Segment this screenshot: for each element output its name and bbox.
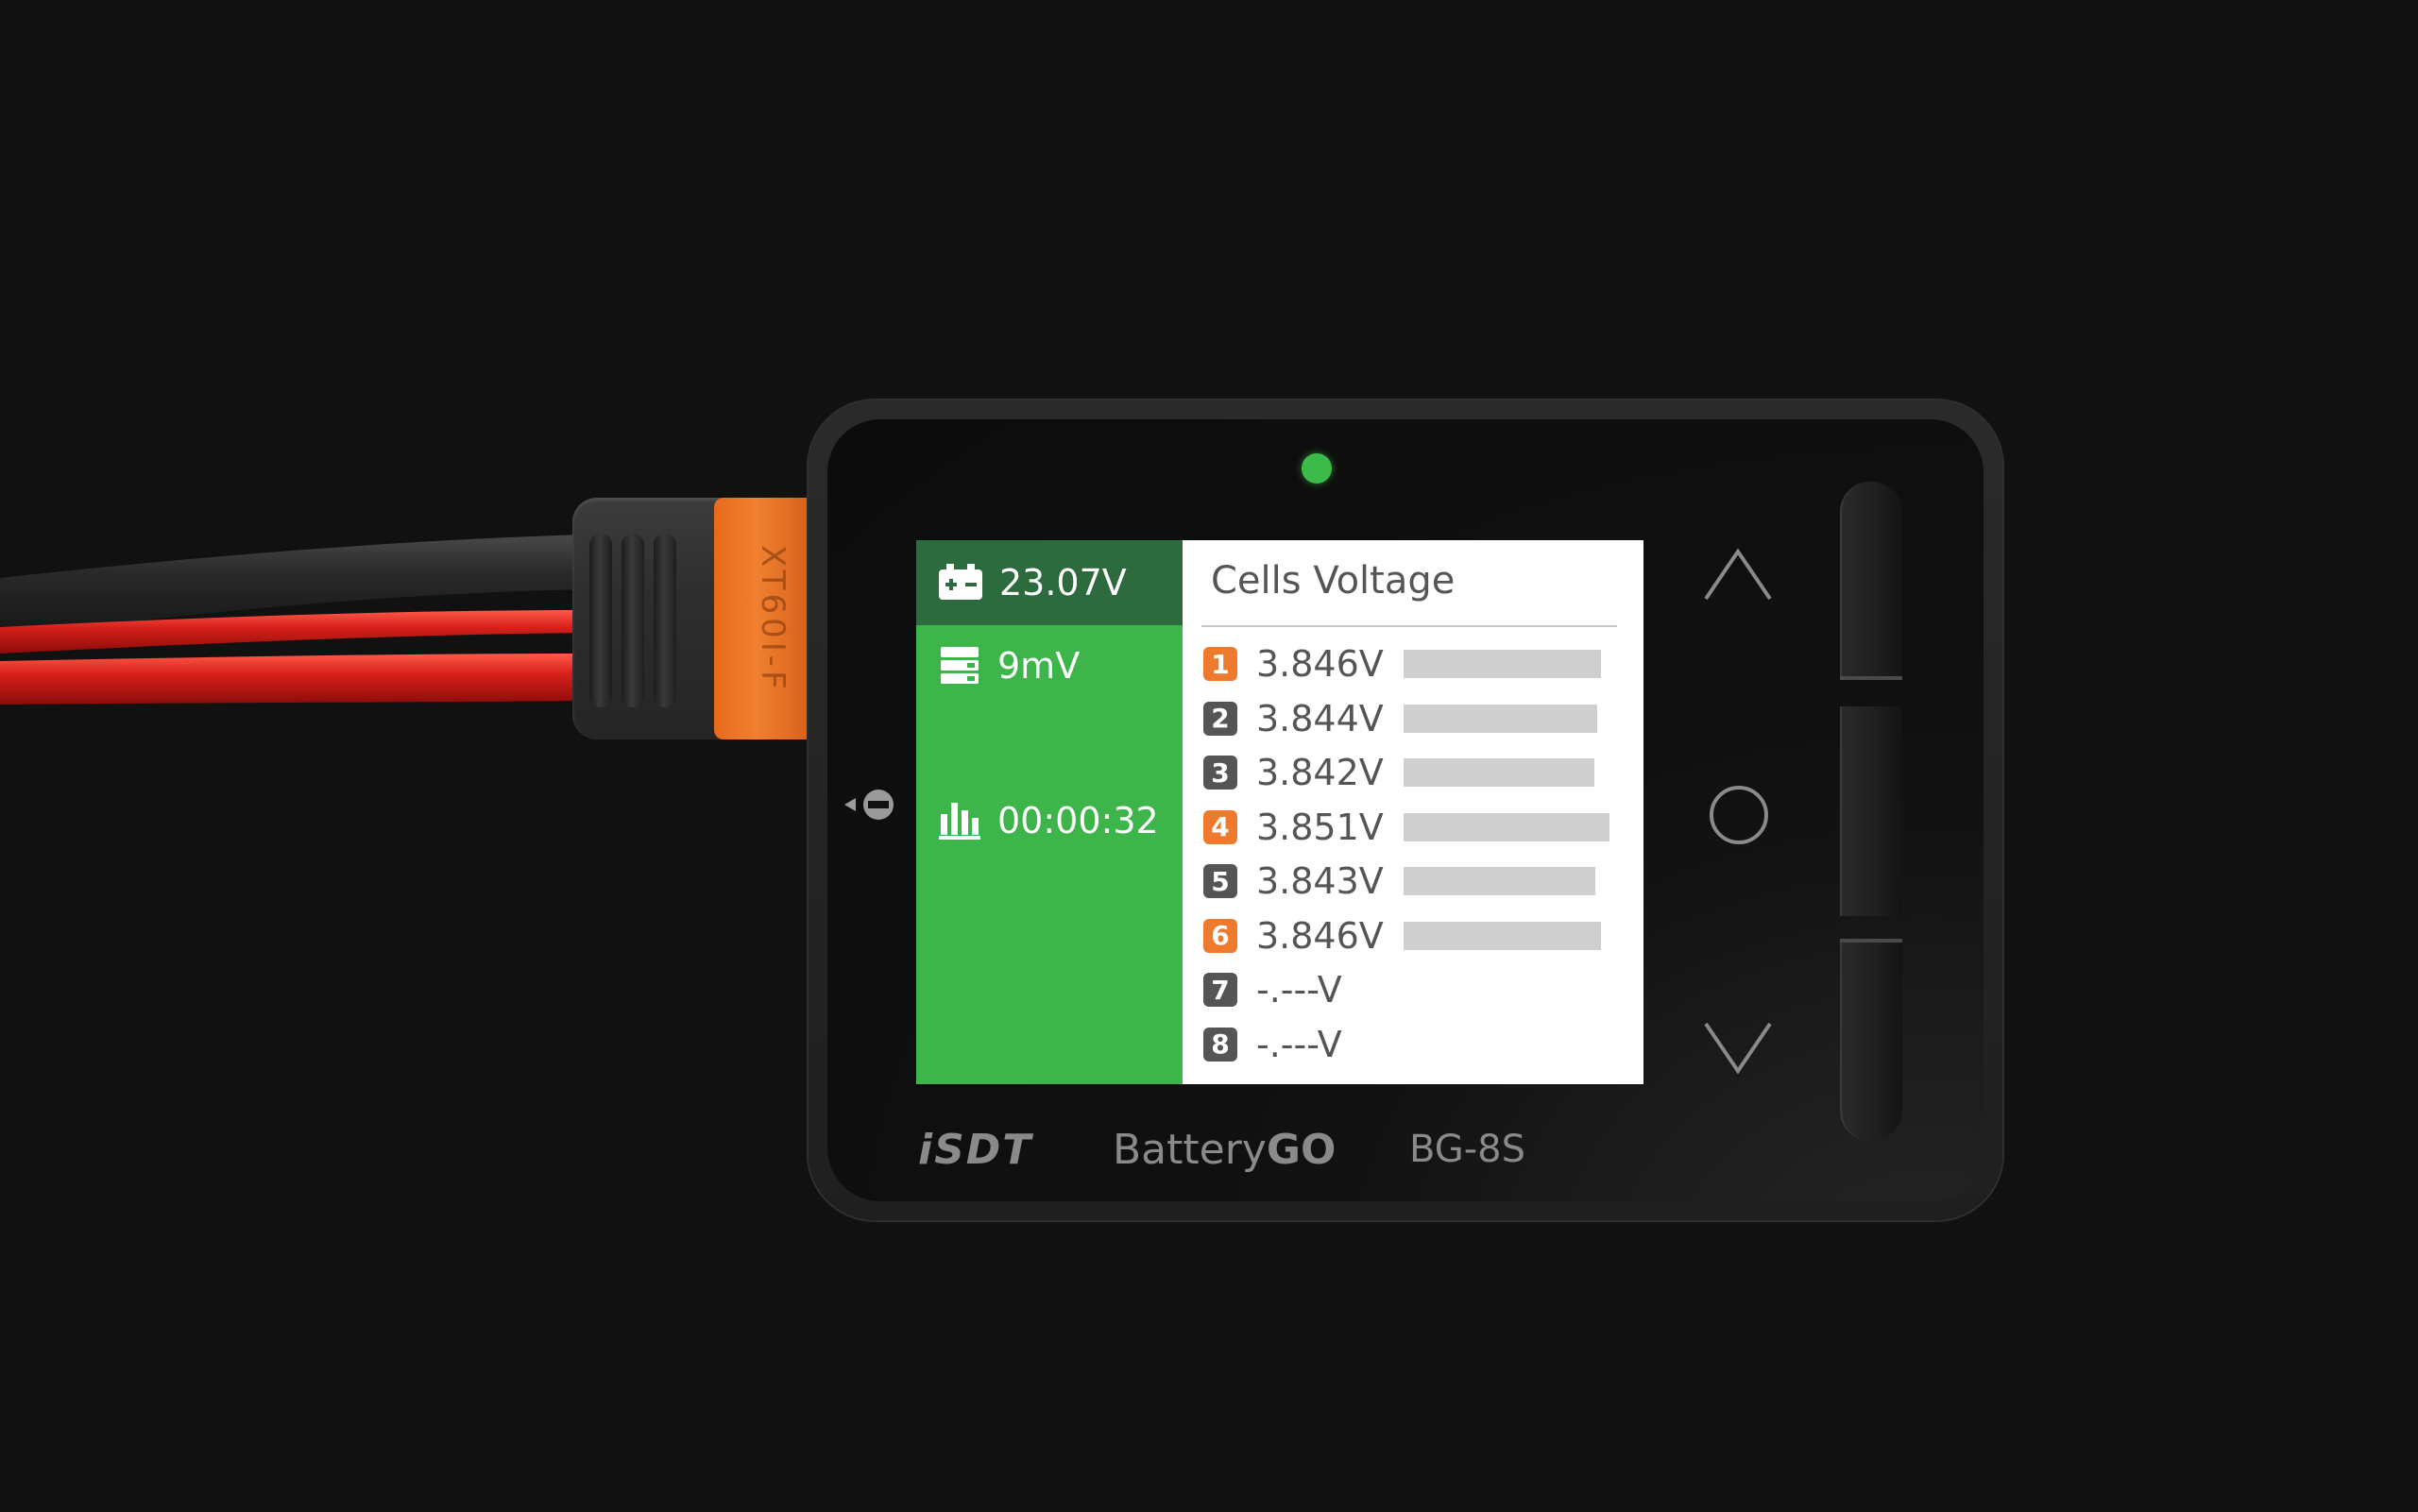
cell-level-bar [1404,867,1595,895]
cell-index-badge: 2 [1203,701,1237,736]
cell-level-bar [1404,650,1601,678]
side-port-icon [844,790,894,820]
cell-level-bar [1404,704,1597,733]
status-led [1302,453,1332,484]
voltage-diff-row: 9mV [939,642,1080,689]
button-seam [1840,676,1902,680]
connector-grip [654,534,676,707]
xt60-connector-plug [714,498,809,739]
cell-row: 2 3.844V [1203,695,1597,742]
button-seam [1840,939,1902,943]
cell-voltage: -.---V [1256,1023,1342,1065]
connector-grip [622,534,644,707]
summary-panel: 23.07V 9mV [916,540,1183,1084]
cell-row: 6 3.846V [1203,912,1601,960]
cell-index-badge: 4 [1203,809,1237,844]
elapsed-time-row: 00:00:32 [939,797,1159,844]
lcd-screen: 23.07V 9mV [916,540,1643,1084]
cell-row: 8 -.---V [1203,1021,1396,1068]
connector-grip [589,534,612,707]
voltage-diff-value: 9mV [997,645,1081,687]
cell-index-badge: 1 [1203,647,1237,681]
cell-stack-icon [941,647,979,684]
cell-voltage: 3.851V [1256,806,1384,848]
cells-title: Cells Voltage [1211,559,1456,603]
cell-row: 4 3.851V [1203,804,1609,851]
power-cables [0,535,586,705]
cell-voltage: -.---V [1256,969,1342,1011]
cell-row: 3 3.842V [1203,749,1594,796]
side-select-button[interactable] [1840,706,1902,916]
side-up-button[interactable] [1840,482,1902,678]
total-voltage-value: 23.07V [999,562,1127,603]
cell-voltage: 3.842V [1256,752,1384,793]
bar-chart-icon [939,803,980,840]
model-name: BatteryGO [1113,1126,1336,1174]
cell-index-badge: 5 [1203,864,1237,898]
cell-voltage: 3.846V [1256,643,1384,685]
elapsed-time-value: 00:00:32 [997,800,1159,841]
title-divider [1201,625,1617,627]
cell-index-badge: 8 [1203,1027,1237,1062]
cell-voltage: 3.846V [1256,914,1384,957]
total-voltage-row: 23.07V [939,559,1127,606]
brand-logo: iSDT [918,1126,1033,1174]
up-chevron-icon[interactable] [1700,546,1776,603]
cell-index-badge: 6 [1203,918,1237,953]
connector-marking: XT60I-F [754,544,792,693]
battery-icon [939,564,982,600]
cell-row: 7 -.---V [1203,966,1396,1013]
cell-row: 5 3.843V [1203,858,1595,905]
cell-index-badge: 3 [1203,756,1237,790]
cells-panel: Cells Voltage 1 3.846V 2 3.844V 3 3.842V 4 3.85… [1183,540,1643,1084]
model-name-bold: GO [1266,1126,1337,1174]
side-down-button[interactable] [1840,943,1902,1141]
cell-level-bar [1404,812,1609,841]
circle-select-icon[interactable] [1706,782,1772,848]
cell-level-bar [1404,758,1594,787]
cell-row: 1 3.846V [1203,640,1601,688]
cell-voltage: 3.843V [1256,860,1384,902]
cell-voltage: 3.844V [1256,697,1384,739]
xt60-connector-housing [572,498,733,739]
down-chevron-icon[interactable] [1700,1020,1776,1077]
cell-index-badge: 7 [1203,973,1237,1007]
cell-level-bar [1404,921,1601,950]
model-name-light: Battery [1113,1126,1267,1174]
model-code: BG-8S [1409,1128,1526,1171]
